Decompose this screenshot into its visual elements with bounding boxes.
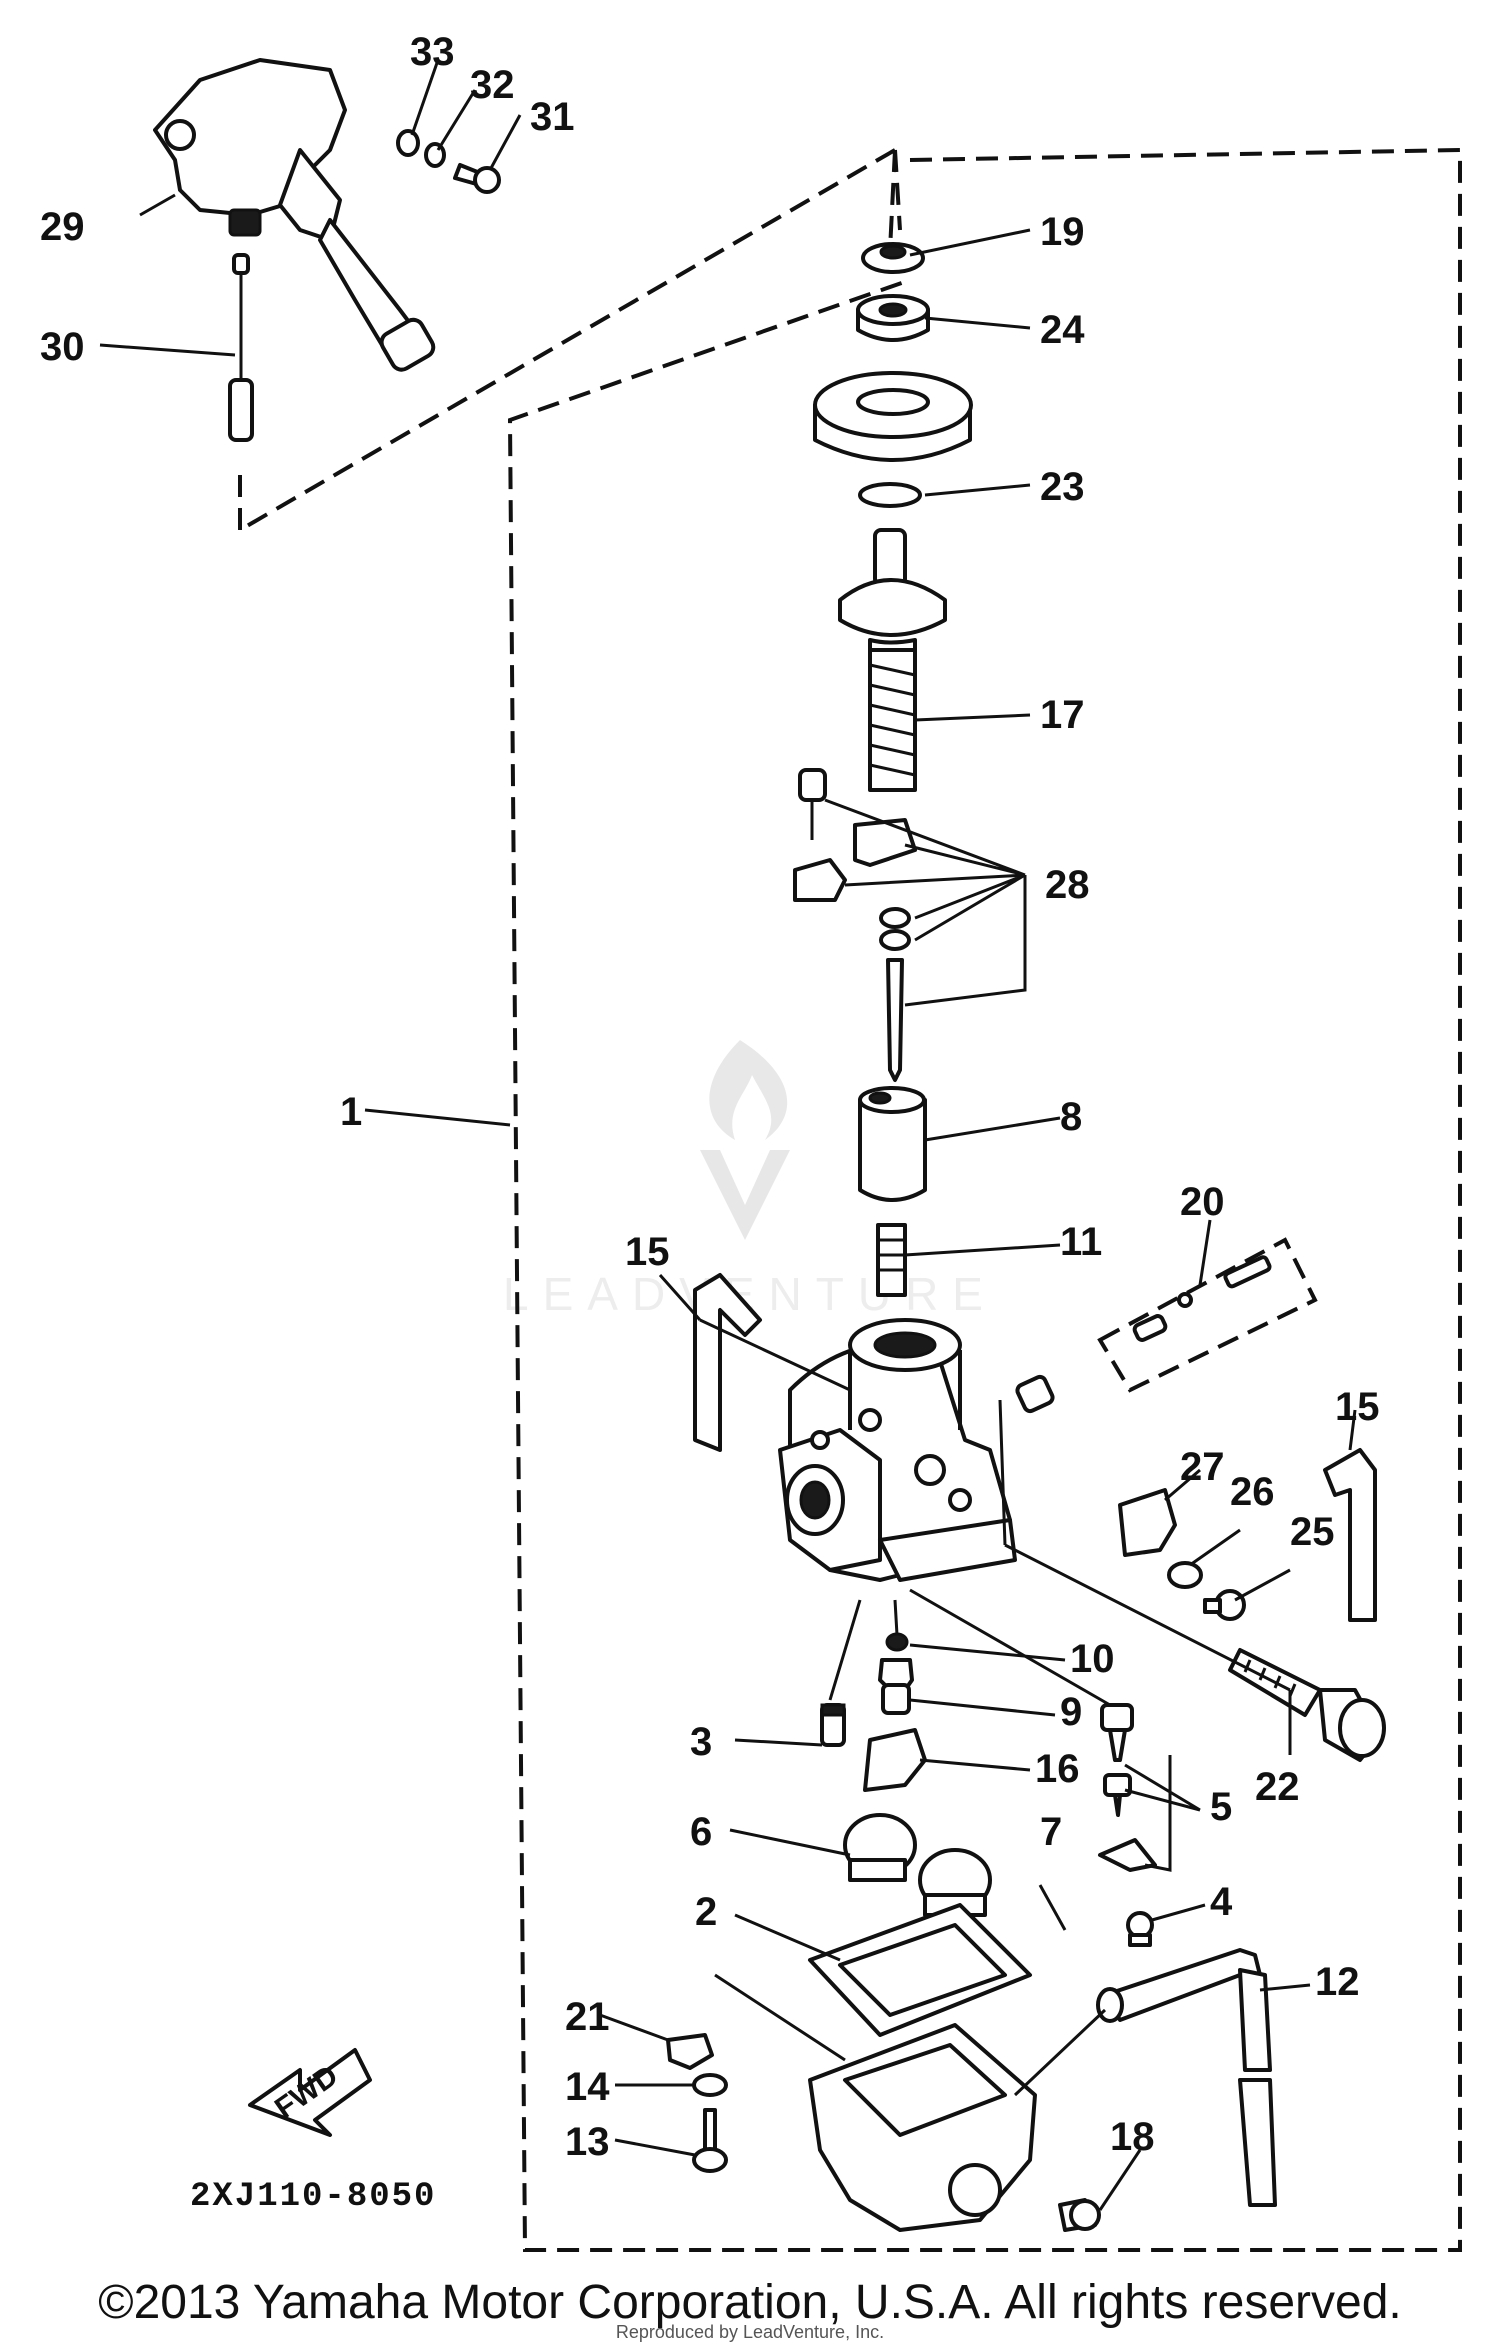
copyright-notice: ©2013 Yamaha Motor Corporation, U.S.A. A… bbox=[98, 2276, 1402, 2329]
needle-jet bbox=[876, 1223, 907, 1297]
callout-3: 3 bbox=[690, 1720, 712, 1764]
callout-5: 5 bbox=[1210, 1785, 1232, 1829]
callout-2: 2 bbox=[695, 1890, 717, 1934]
cable-link-dashes bbox=[238, 148, 902, 532]
carburetor-body bbox=[778, 1318, 1017, 1582]
callout-17: 17 bbox=[1040, 693, 1085, 737]
callout-4: 4 bbox=[1210, 1880, 1233, 1924]
fwd-arrow: FWD bbox=[248, 2048, 372, 2137]
vent-hose-left bbox=[693, 1273, 762, 1452]
callout-16: 16 bbox=[1035, 1747, 1080, 1791]
callout-9: 9 bbox=[1060, 1690, 1082, 1734]
needle-valve-parts bbox=[1038, 1703, 1157, 1947]
callout-33: 33 bbox=[410, 30, 455, 74]
callout-10: 10 bbox=[1070, 1637, 1115, 1681]
cap-stack bbox=[813, 242, 973, 508]
callout-11: 11 bbox=[1060, 1220, 1102, 1264]
callout-19: 19 bbox=[1040, 210, 1085, 254]
spring-and-holder bbox=[838, 528, 947, 792]
callout-27: 27 bbox=[1180, 1445, 1225, 1489]
throttle-stop-screw bbox=[1228, 1648, 1386, 1762]
callout-labels: 1 2 3 4 5 6 7 8 9 10 11 12 13 14 15 15 1… bbox=[40, 30, 1380, 2164]
float-bowl bbox=[808, 2023, 1037, 2232]
bowl-screws bbox=[666, 2033, 1101, 2232]
vent-hose-right bbox=[1323, 1448, 1377, 1622]
callout-32: 32 bbox=[470, 63, 515, 107]
callout-7: 7 bbox=[1040, 1810, 1062, 1854]
spring-coils bbox=[868, 648, 917, 792]
callout-8: 8 bbox=[1060, 1095, 1082, 1139]
needle-set bbox=[793, 768, 917, 1082]
throttle-housing bbox=[153, 58, 436, 372]
callout-28: 28 bbox=[1045, 863, 1090, 907]
callout-6: 6 bbox=[690, 1810, 712, 1854]
callout-23: 23 bbox=[1040, 465, 1085, 509]
floats bbox=[843, 1813, 992, 1917]
throttle-slide bbox=[858, 1086, 927, 1202]
leader-lines bbox=[99, 59, 1357, 2211]
callout-13: 13 bbox=[565, 2120, 610, 2164]
callout-31: 31 bbox=[530, 95, 575, 139]
callout-26: 26 bbox=[1230, 1470, 1275, 1514]
reproduced-by-note: Reproduced by LeadVenture, Inc. bbox=[615, 2322, 885, 2342]
assembly-boundary bbox=[507, 147, 1462, 2252]
diagram-code: 2XJ110-8050 bbox=[190, 2178, 436, 2216]
callout-15-right: 15 bbox=[1335, 1385, 1380, 1429]
callout-1: 1 bbox=[340, 1090, 362, 1134]
washers-and-screw bbox=[396, 129, 501, 194]
callout-24: 24 bbox=[1040, 308, 1085, 352]
callout-29: 29 bbox=[40, 205, 85, 249]
air-screw-set bbox=[1015, 1237, 1318, 1414]
main-jet-parts bbox=[820, 1632, 927, 1792]
drain-hose bbox=[1096, 1948, 1277, 2207]
callout-18: 18 bbox=[1110, 2115, 1155, 2159]
float-bowl-gasket bbox=[808, 1903, 1032, 2037]
adjuster-rod bbox=[228, 253, 254, 442]
callout-14: 14 bbox=[565, 2065, 610, 2109]
callout-30: 30 bbox=[40, 325, 85, 369]
throttle-stop-parts bbox=[1118, 1488, 1246, 1621]
callout-15-left: 15 bbox=[625, 1230, 670, 1274]
callout-21: 21 bbox=[565, 1995, 610, 2039]
callout-22: 22 bbox=[1255, 1765, 1300, 1809]
callout-25: 25 bbox=[1290, 1510, 1335, 1554]
callout-12: 12 bbox=[1315, 1960, 1360, 2004]
callout-20: 20 bbox=[1180, 1180, 1225, 1224]
